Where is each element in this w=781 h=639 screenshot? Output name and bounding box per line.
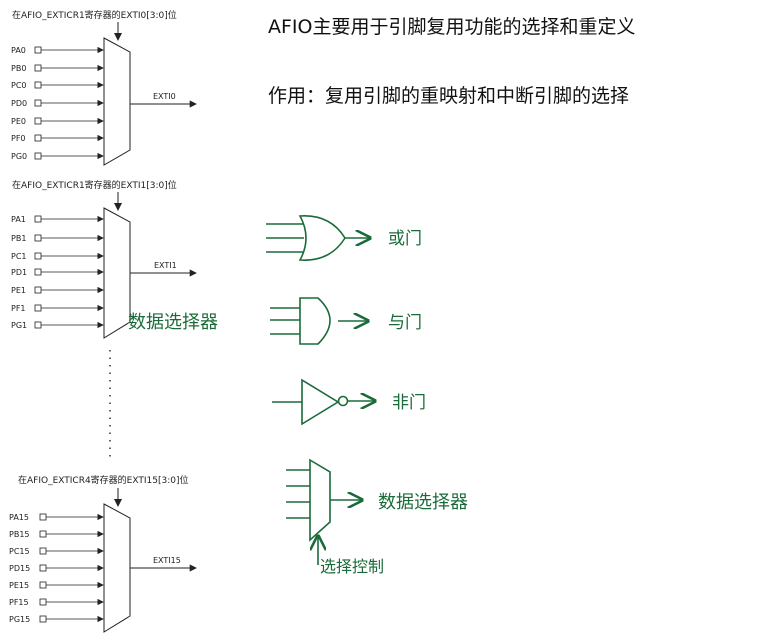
pin-label: PB15 (9, 530, 30, 539)
pin-label: PF15 (9, 598, 29, 607)
pin-box (34, 46, 42, 54)
pin-label: PB0 (11, 64, 26, 73)
pin-box (34, 234, 42, 242)
pin-box (34, 286, 42, 294)
block-title: 在AFIO_EXTICR1寄存器的EXTI1[3:0]位 (12, 179, 177, 191)
block-title: 在AFIO_EXTICR1寄存器的EXTI0[3:0]位 (12, 9, 177, 21)
and-gate-icon (270, 297, 368, 345)
output-label: EXTI15 (153, 556, 181, 565)
mux-block-exti0: 在AFIO_EXTICR1寄存器的EXTI0[3:0]位 PA0 PB0 PC0… (11, 9, 197, 166)
pin-label: PE15 (9, 581, 29, 590)
select-control-label: 选择控制 (320, 557, 384, 576)
pin-box (39, 581, 47, 589)
pin-box (39, 547, 47, 555)
pin-box (39, 530, 47, 538)
or-gate-icon (266, 215, 370, 261)
pin-label: PD1 (11, 268, 27, 277)
pin-box (34, 268, 42, 276)
pin-box (34, 99, 42, 107)
not-gate-icon (272, 378, 375, 426)
pin-label: PF0 (11, 134, 26, 143)
pin-label: PB1 (11, 234, 26, 243)
pin-label: PF1 (11, 304, 26, 313)
mux-annotation: 数据选择器 (128, 312, 218, 333)
not-gate-label: 非门 (392, 393, 426, 413)
pin-label: PD15 (9, 564, 30, 573)
mux-trapezoid (103, 37, 131, 166)
pin-box (34, 321, 42, 329)
output-label: EXTI0 (153, 92, 176, 101)
pin-box (34, 304, 42, 312)
pin-label: PG0 (11, 152, 27, 161)
output-label: EXTI1 (154, 261, 177, 270)
block-title: 在AFIO_EXTICR4寄存器的EXTI15[3:0]位 (18, 474, 189, 486)
pin-box (39, 615, 47, 623)
pin-box (34, 134, 42, 142)
mux-block-exti1: 在AFIO_EXTICR1寄存器的EXTI1[3:0]位 PA1 PB1 PC1… (11, 179, 197, 339)
pin-box (39, 598, 47, 606)
pin-label: PD0 (11, 99, 27, 108)
and-gate-label: 与门 (388, 313, 422, 333)
mux-symbol-label: 数据选择器 (378, 492, 468, 513)
pin-box (39, 564, 47, 572)
mux-symbol-icon (286, 458, 362, 565)
pin-box (34, 252, 42, 260)
pin-box (34, 64, 42, 72)
pin-label: PG15 (9, 615, 30, 624)
pin-label: PC15 (9, 547, 30, 556)
pin-box (34, 117, 42, 125)
pin-label: PA1 (11, 215, 26, 224)
input-pins: PA15 PB15 PC15 PD15 PE15 PF15 PG15 (9, 513, 104, 624)
or-gate-label: 或门 (388, 229, 422, 249)
pin-box (39, 513, 47, 521)
input-pins: PA1 PB1 PC1 PD1 PE1 PF1 PG1 (11, 215, 104, 330)
pin-label: PC1 (11, 252, 27, 261)
mux-trapezoid (103, 207, 131, 339)
pin-box (34, 81, 42, 89)
pin-label: PA0 (11, 46, 26, 55)
pin-label: PA15 (9, 513, 29, 522)
pin-label: PE1 (11, 286, 26, 295)
mux-block-exti15: 在AFIO_EXTICR4寄存器的EXTI15[3:0]位 PA15 PB15 … (9, 474, 197, 633)
pin-label: PG1 (11, 321, 27, 330)
pin-label: PE0 (11, 117, 26, 126)
pin-label: PC0 (11, 81, 27, 90)
pin-box (34, 152, 42, 160)
mux-trapezoid (103, 503, 131, 633)
note-afio-function: 作用：复用引脚的重映射和中断引脚的选择 (268, 85, 629, 107)
pin-box (34, 215, 42, 223)
input-pins: PA0 PB0 PC0 PD0 PE0 PF0 PG0 (11, 46, 104, 161)
note-afio-purpose: AFIO主要用于引脚复用功能的选择和重定义 (268, 16, 636, 38)
